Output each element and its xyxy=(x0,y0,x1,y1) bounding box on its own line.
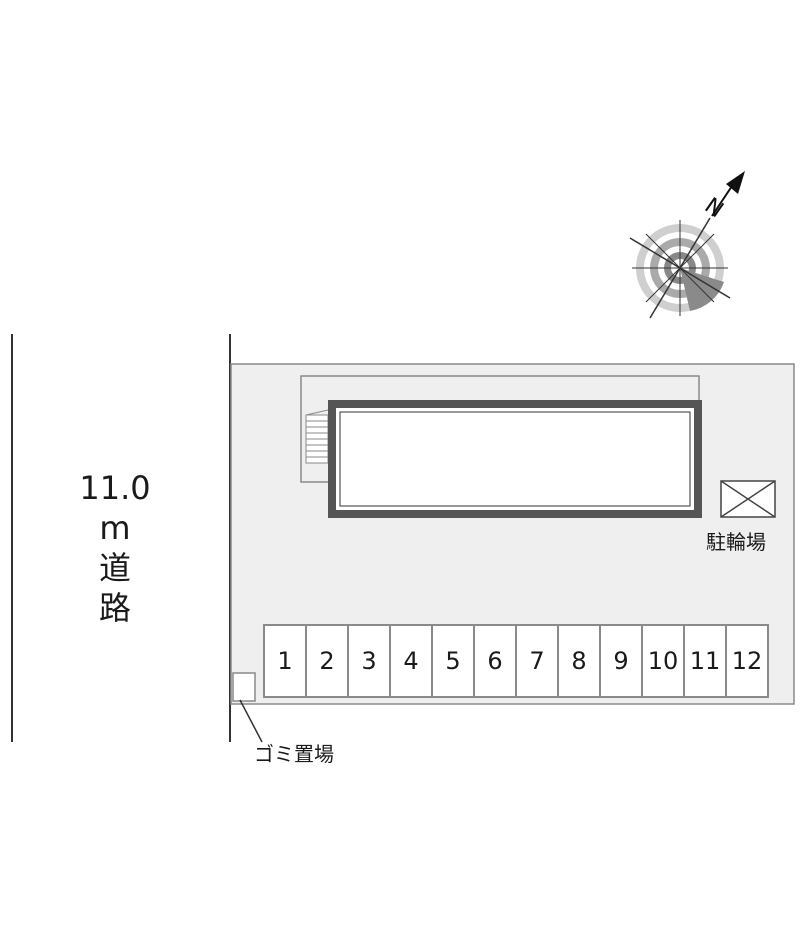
parking-space-number: 5 xyxy=(445,647,461,675)
trash-area-label: ゴミ置場 xyxy=(254,742,334,766)
parking-space-5: 5 xyxy=(431,624,475,698)
parking-space-number: 4 xyxy=(403,647,419,675)
parking-space-number: 11 xyxy=(689,647,721,675)
parking-space-8: 8 xyxy=(557,624,601,698)
parking-space-7: 7 xyxy=(515,624,559,698)
stairs xyxy=(305,409,329,464)
parking-space-10: 10 xyxy=(641,624,685,698)
parking-space-2: 2 xyxy=(305,624,349,698)
trash-area-box xyxy=(232,672,256,702)
parking-space-number: 1 xyxy=(277,647,293,675)
parking-space-11: 11 xyxy=(683,624,727,698)
building xyxy=(328,400,702,518)
building-inner-line xyxy=(339,411,691,507)
parking-space-number: 8 xyxy=(571,647,587,675)
parking-space-number: 9 xyxy=(613,647,629,675)
bicycle-parking-label: 駐輪場 xyxy=(706,530,766,554)
parking-space-12: 12 xyxy=(725,624,769,698)
road-width-unit: m xyxy=(99,509,131,547)
compass-icon: N xyxy=(629,171,745,319)
parking-space-number: 3 xyxy=(361,647,377,675)
road-name-char-1: 道 xyxy=(98,549,131,587)
parking-space-number: 10 xyxy=(647,647,679,675)
parking-space-number: 12 xyxy=(731,647,763,675)
road-width-value: 11.0 xyxy=(79,469,151,507)
road-label: 11.0 m 道 路 xyxy=(70,468,160,628)
road-name-char-2: 路 xyxy=(98,589,131,627)
bicycle-parking-symbol xyxy=(720,480,776,518)
parking-space-number: 7 xyxy=(529,647,545,675)
parking-space-9: 9 xyxy=(599,624,643,698)
parking-space-number: 6 xyxy=(487,647,503,675)
parking-space-4: 4 xyxy=(389,624,433,698)
parking-space-6: 6 xyxy=(473,624,517,698)
trash-leader-line xyxy=(239,699,263,743)
parking-space-3: 3 xyxy=(347,624,391,698)
parking-space-number: 2 xyxy=(319,647,335,675)
parking-space-1: 1 xyxy=(263,624,307,698)
